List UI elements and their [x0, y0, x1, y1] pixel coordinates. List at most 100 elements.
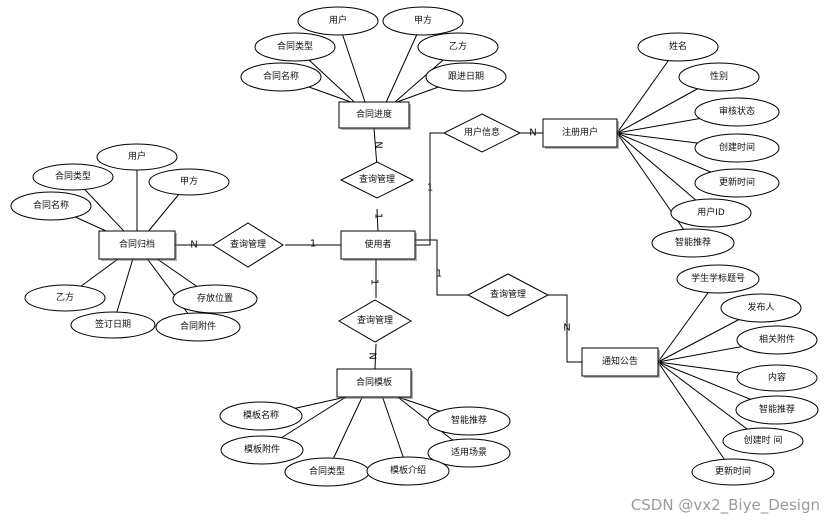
template-attribute-5: [366, 456, 450, 486]
relationship-query-progress: [339, 161, 415, 199]
cardinality-progress-1: 1: [373, 213, 384, 219]
entity-registered-label: 注册用户: [562, 126, 598, 138]
progress-attribute-1-label: 甲方: [414, 14, 432, 26]
registered-attribute-5-label: 用户ID: [697, 206, 725, 218]
relationship-query-progress-label: 查询管理: [359, 173, 395, 185]
template-attribute-2-label: 模板附件: [244, 443, 280, 455]
line-user-progress-rel: [376, 208, 379, 232]
archive-attribute-5-label: 存放位置: [197, 292, 233, 304]
archive-attribute-1-label: 合同类型: [55, 170, 91, 182]
entity-registered: [542, 118, 618, 148]
diagram-labels: 查询管理查询管理查询管理用户信息查询管理合同进度合同归档使用者注册用户通知公告合…: [33, 14, 795, 477]
cardinality-archive-1: 1: [310, 239, 316, 250]
notice-attribute-6: [691, 458, 775, 486]
entity-archive-label: 合同归档: [119, 238, 155, 250]
cardinality-userinfo-1: 1: [427, 183, 433, 194]
relationship-user-info: [442, 113, 522, 153]
registered-attribute-0: [637, 32, 719, 62]
template-attribute-1-label: 智能推荐: [451, 414, 487, 426]
template-attribute-0: [219, 401, 303, 431]
diagram-shapes: [10, 6, 819, 487]
entity-archive: [98, 230, 176, 260]
entity-notice: [581, 347, 659, 377]
notice-attribute-4-label: 智能推荐: [759, 403, 795, 415]
entity-user: [340, 230, 416, 260]
template-attribute-2: [220, 435, 304, 465]
progress-attribute-5: [425, 62, 507, 92]
entity-notice-label: 通知公告: [602, 355, 638, 367]
progress-attribute-4: [240, 62, 322, 92]
relationship-query-template: [338, 299, 412, 343]
archive-attribute-3-label: 合同名称: [33, 199, 69, 211]
registered-attribute-6: [651, 228, 735, 258]
progress-attribute-4-label: 合同名称: [263, 70, 299, 82]
notice-attribute-0-label: 学生学标题号: [691, 272, 745, 284]
entity-progress: [338, 101, 410, 129]
entity-progress-label: 合同进度: [356, 108, 392, 120]
registered-attribute-4-label: 更新时间: [719, 176, 755, 188]
notice-attribute-0: [676, 264, 760, 294]
template-attribute-3-label: 适用场景: [451, 447, 487, 458]
line-user-userinfo-rel: [415, 132, 445, 246]
registered-attribute-0-label: 姓名: [669, 40, 687, 52]
line-template-rel-template: [374, 343, 377, 370]
template-attribute-4-label: 合同类型: [309, 465, 345, 477]
entity-template: [336, 368, 412, 398]
progress-attribute-2: [254, 32, 336, 62]
progress-attribute-0-label: 用户: [329, 14, 347, 26]
archive-attribute-2-label: 甲方: [180, 175, 198, 187]
relationship-query-template-label: 查询管理: [357, 314, 393, 326]
notice-attr-line-6: [657, 361, 734, 473]
template-attribute-3: [427, 438, 511, 468]
notice-attribute-1-label: 发布人: [747, 301, 774, 313]
template-attribute-0-label: 模板名称: [243, 409, 279, 421]
registered-attribute-2-label: 审核状态: [719, 105, 755, 117]
notice-attribute-2-label: 相关附件: [759, 333, 795, 345]
archive-attribute-1: [32, 163, 114, 191]
archive-attribute-7: [155, 312, 241, 342]
registered-attribute-4: [694, 168, 780, 198]
archive-attribute-0-label: 用户: [128, 150, 146, 162]
template-attribute-1: [427, 406, 511, 436]
registered-attr-line-0: [616, 46, 679, 134]
line-user-notice-rel: [415, 239, 469, 296]
notice-attribute-4: [735, 395, 819, 425]
archive-attribute-7-label: 合同附件: [180, 320, 216, 332]
registered-attribute-2: [694, 97, 780, 127]
notice-attr-line-5: [657, 361, 764, 442]
notice-attribute-1: [720, 293, 802, 323]
notice-attribute-2: [736, 325, 818, 355]
relationship-query-notice: [466, 273, 550, 317]
line-notice-rel-notice: [548, 294, 582, 363]
progress-attribute-5-label: 跟进日期: [448, 71, 484, 82]
cardinality-notice-1: 1: [436, 269, 442, 280]
archive-attribute-4-label: 乙方: [56, 291, 74, 303]
template-attribute-5-label: 模板介绍: [390, 464, 426, 476]
watermark: CSDN @vx2_Biye_Design: [631, 496, 820, 515]
archive-attribute-0: [96, 143, 178, 171]
notice-attribute-3-label: 内容: [768, 371, 786, 383]
progress-attribute-3: [417, 32, 499, 62]
registered-attribute-3-label: 创建时间: [719, 141, 755, 153]
archive-attribute-6-label: 签订日期: [95, 318, 131, 330]
registered-attribute-1: [678, 62, 760, 92]
cardinality-userinfo-n: N: [529, 128, 536, 139]
notice-attribute-3: [736, 364, 818, 392]
registered-attribute-5: [670, 198, 752, 228]
registered-attr-line-6: [616, 132, 694, 244]
progress-attribute-2-label: 合同类型: [277, 40, 313, 52]
archive-attribute-5: [172, 284, 258, 314]
archive-attribute-6: [70, 311, 156, 339]
archive-attribute-4: [24, 284, 106, 312]
entity-template-label: 合同模板: [356, 376, 392, 388]
registered-attribute-3: [694, 133, 780, 163]
cardinality-template-n: N: [367, 352, 378, 359]
relationship-query-archive-label: 查询管理: [230, 238, 266, 250]
progress-attribute-0: [297, 6, 379, 36]
line-progress-rel-progress: [373, 127, 378, 168]
archive-attribute-3: [10, 191, 92, 221]
relationship-query-notice-label: 查询管理: [490, 288, 526, 300]
entity-user-label: 使用者: [364, 238, 391, 250]
